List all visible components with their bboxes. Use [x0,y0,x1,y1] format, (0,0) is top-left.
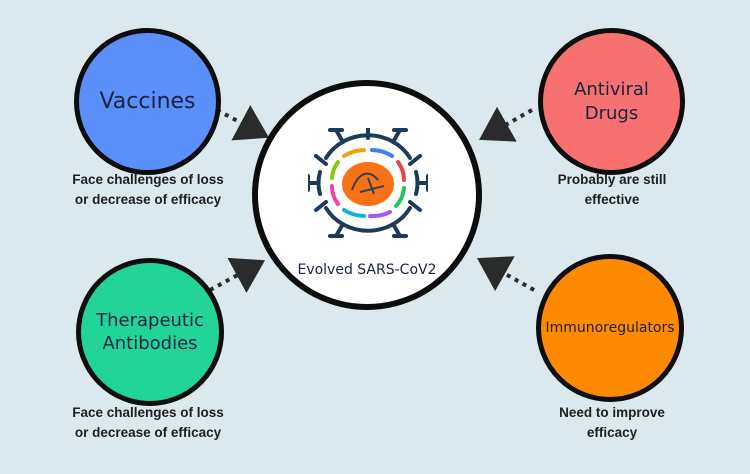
antibodies-node: Therapeutic Antibodies [76,258,224,406]
center-label: Evolved SARS-CoV2 [297,262,437,278]
virus-icon [308,128,428,238]
immuno-node: Immunoregulators [536,254,684,402]
vaccines-label: Vaccines [99,89,196,114]
center-node: Evolved SARS-CoV2 [252,80,482,310]
arrow-vaccines [216,105,270,141]
arrow-immuno [477,256,535,292]
antiviral-caption: Probably are still effective [557,172,667,208]
arrow-antibodies [209,257,266,294]
immuno-label: Immunoregulators [545,320,675,336]
antiviral-label: Antiviral Drugs [574,79,649,124]
antibodies-label: Therapeutic Antibodies [96,309,204,354]
immuno-caption: Need to improve efficacy [559,405,665,441]
antiviral-node: Antiviral Drugs [538,28,685,175]
antibodies-caption: Face challenges of loss or decrease of e… [72,405,224,441]
vaccines-caption: Face challenges of loss or decrease of e… [72,172,224,208]
arrow-antiviral [479,106,533,142]
vaccines-node: Vaccines [74,28,221,175]
